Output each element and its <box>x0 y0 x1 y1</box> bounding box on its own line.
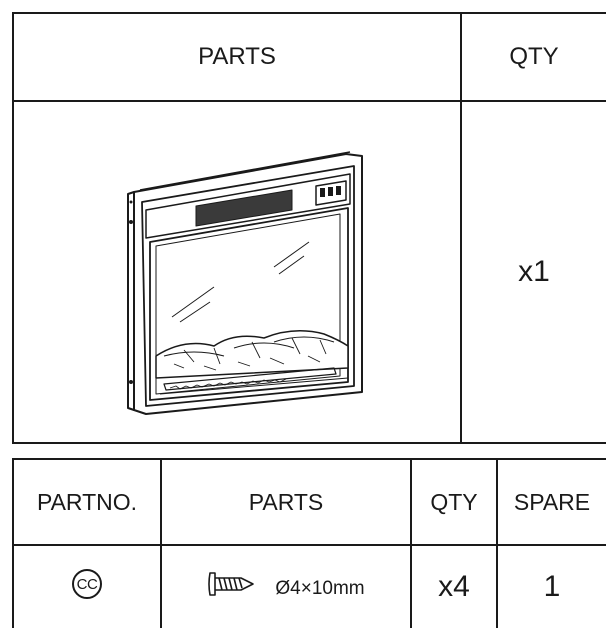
table-row-part-cell: Ø4×10mm <box>162 546 410 628</box>
top-table-header-divider <box>12 100 606 102</box>
bottom-table-border-top <box>12 458 606 460</box>
bottom-table-col-divider-1 <box>160 458 162 628</box>
top-table-border-bottom <box>12 442 606 444</box>
table-row-spare: 1 <box>543 570 561 603</box>
top-table-column-divider <box>460 12 462 444</box>
table-row-partno-cell: CC <box>14 546 160 628</box>
bottom-table-col-divider-2 <box>410 458 412 628</box>
screw-size-label: Ø4×10mm <box>275 578 365 599</box>
top-header-qty: QTY <box>509 43 559 70</box>
header-partno: PARTNO. <box>36 488 138 515</box>
bottom-table-header-divider <box>12 544 606 546</box>
top-table-border-left <box>12 12 14 444</box>
top-row-qty: x1 <box>518 255 550 288</box>
bottom-table-border-left <box>12 458 14 628</box>
fireplace-insert-illustration <box>127 151 363 415</box>
header-qty: QTY <box>430 488 478 515</box>
header-spare: SPARE <box>513 488 591 515</box>
screw-icon <box>208 572 255 596</box>
header-parts: PARTS <box>248 488 324 515</box>
top-header-parts: PARTS <box>198 43 276 70</box>
bottom-table-col-divider-3 <box>496 458 498 628</box>
partno-badge: CC <box>72 569 102 599</box>
fireplace-image-cell <box>14 102 460 442</box>
top-table-border-top <box>12 12 606 14</box>
table-row-qty: x4 <box>438 570 470 603</box>
